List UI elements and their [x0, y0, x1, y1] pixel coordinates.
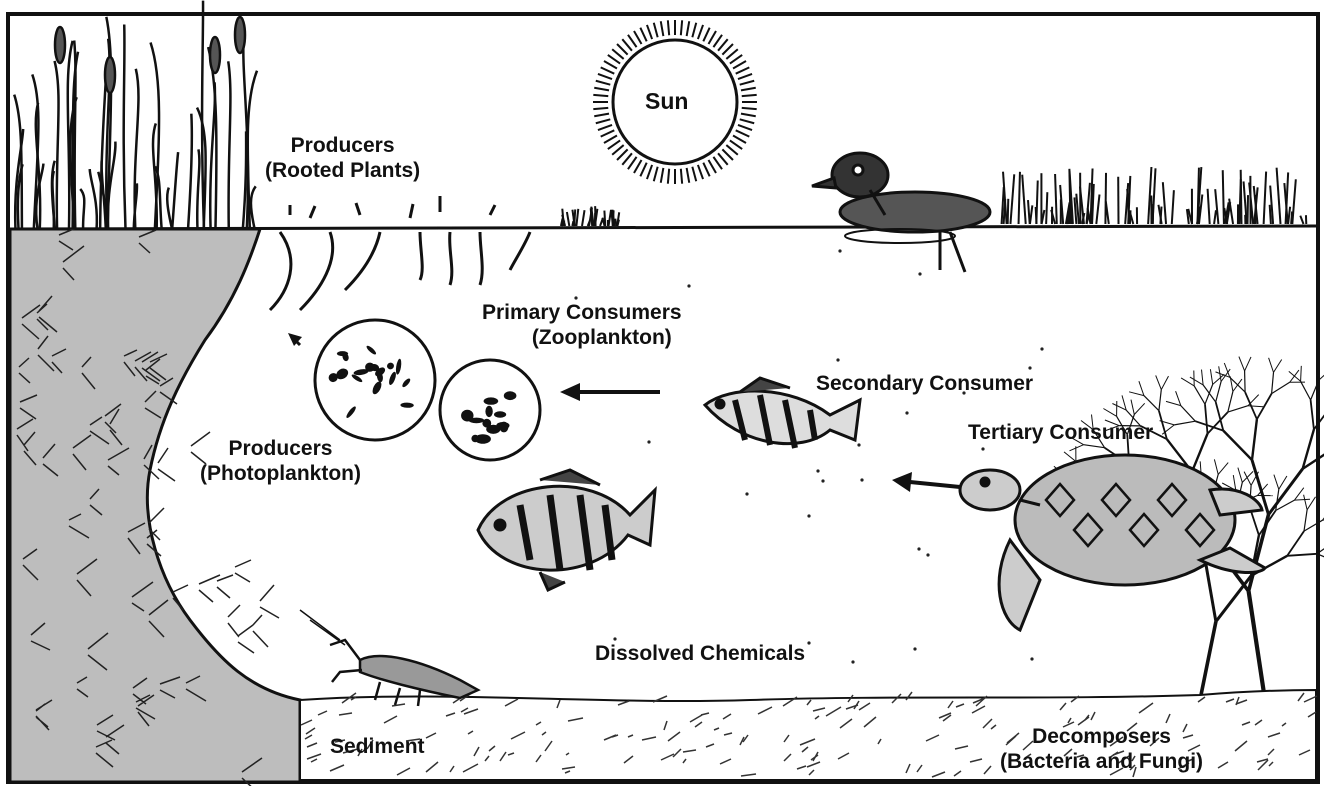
primary-consumers-label: Primary Consumers (Zooplankton) — [482, 300, 682, 350]
tertiary-consumer-label: Tertiary Consumer — [968, 420, 1153, 445]
secondary-consumer-label: Secondary Consumer — [816, 371, 1033, 396]
decomposers-label: Decomposers (Bacteria and Fungi) — [1000, 724, 1203, 774]
phytoplankton-circle — [315, 320, 435, 440]
producers-plankton-title: Producers — [200, 436, 361, 461]
producers-plankton-sub: (Photoplankton) — [200, 461, 361, 486]
producers-rooted-title: Producers — [265, 133, 420, 158]
primary-consumers-title: Primary Consumers — [482, 300, 682, 325]
dissolved-chemicals-label: Dissolved Chemicals — [595, 641, 805, 666]
producers-rooted-label: Producers (Rooted Plants) — [265, 133, 420, 183]
producers-rooted-sub: (Rooted Plants) — [265, 158, 420, 183]
decomposers-title: Decomposers — [1000, 724, 1203, 749]
sun-label: Sun — [645, 89, 688, 114]
decomposers-sub: (Bacteria and Fungi) — [1000, 749, 1203, 774]
sediment-label: Sediment — [330, 734, 425, 759]
zooplankton-circle — [440, 360, 540, 460]
primary-consumers-sub: (Zooplankton) — [482, 325, 682, 350]
producers-plankton-label: Producers (Photoplankton) — [200, 436, 361, 486]
